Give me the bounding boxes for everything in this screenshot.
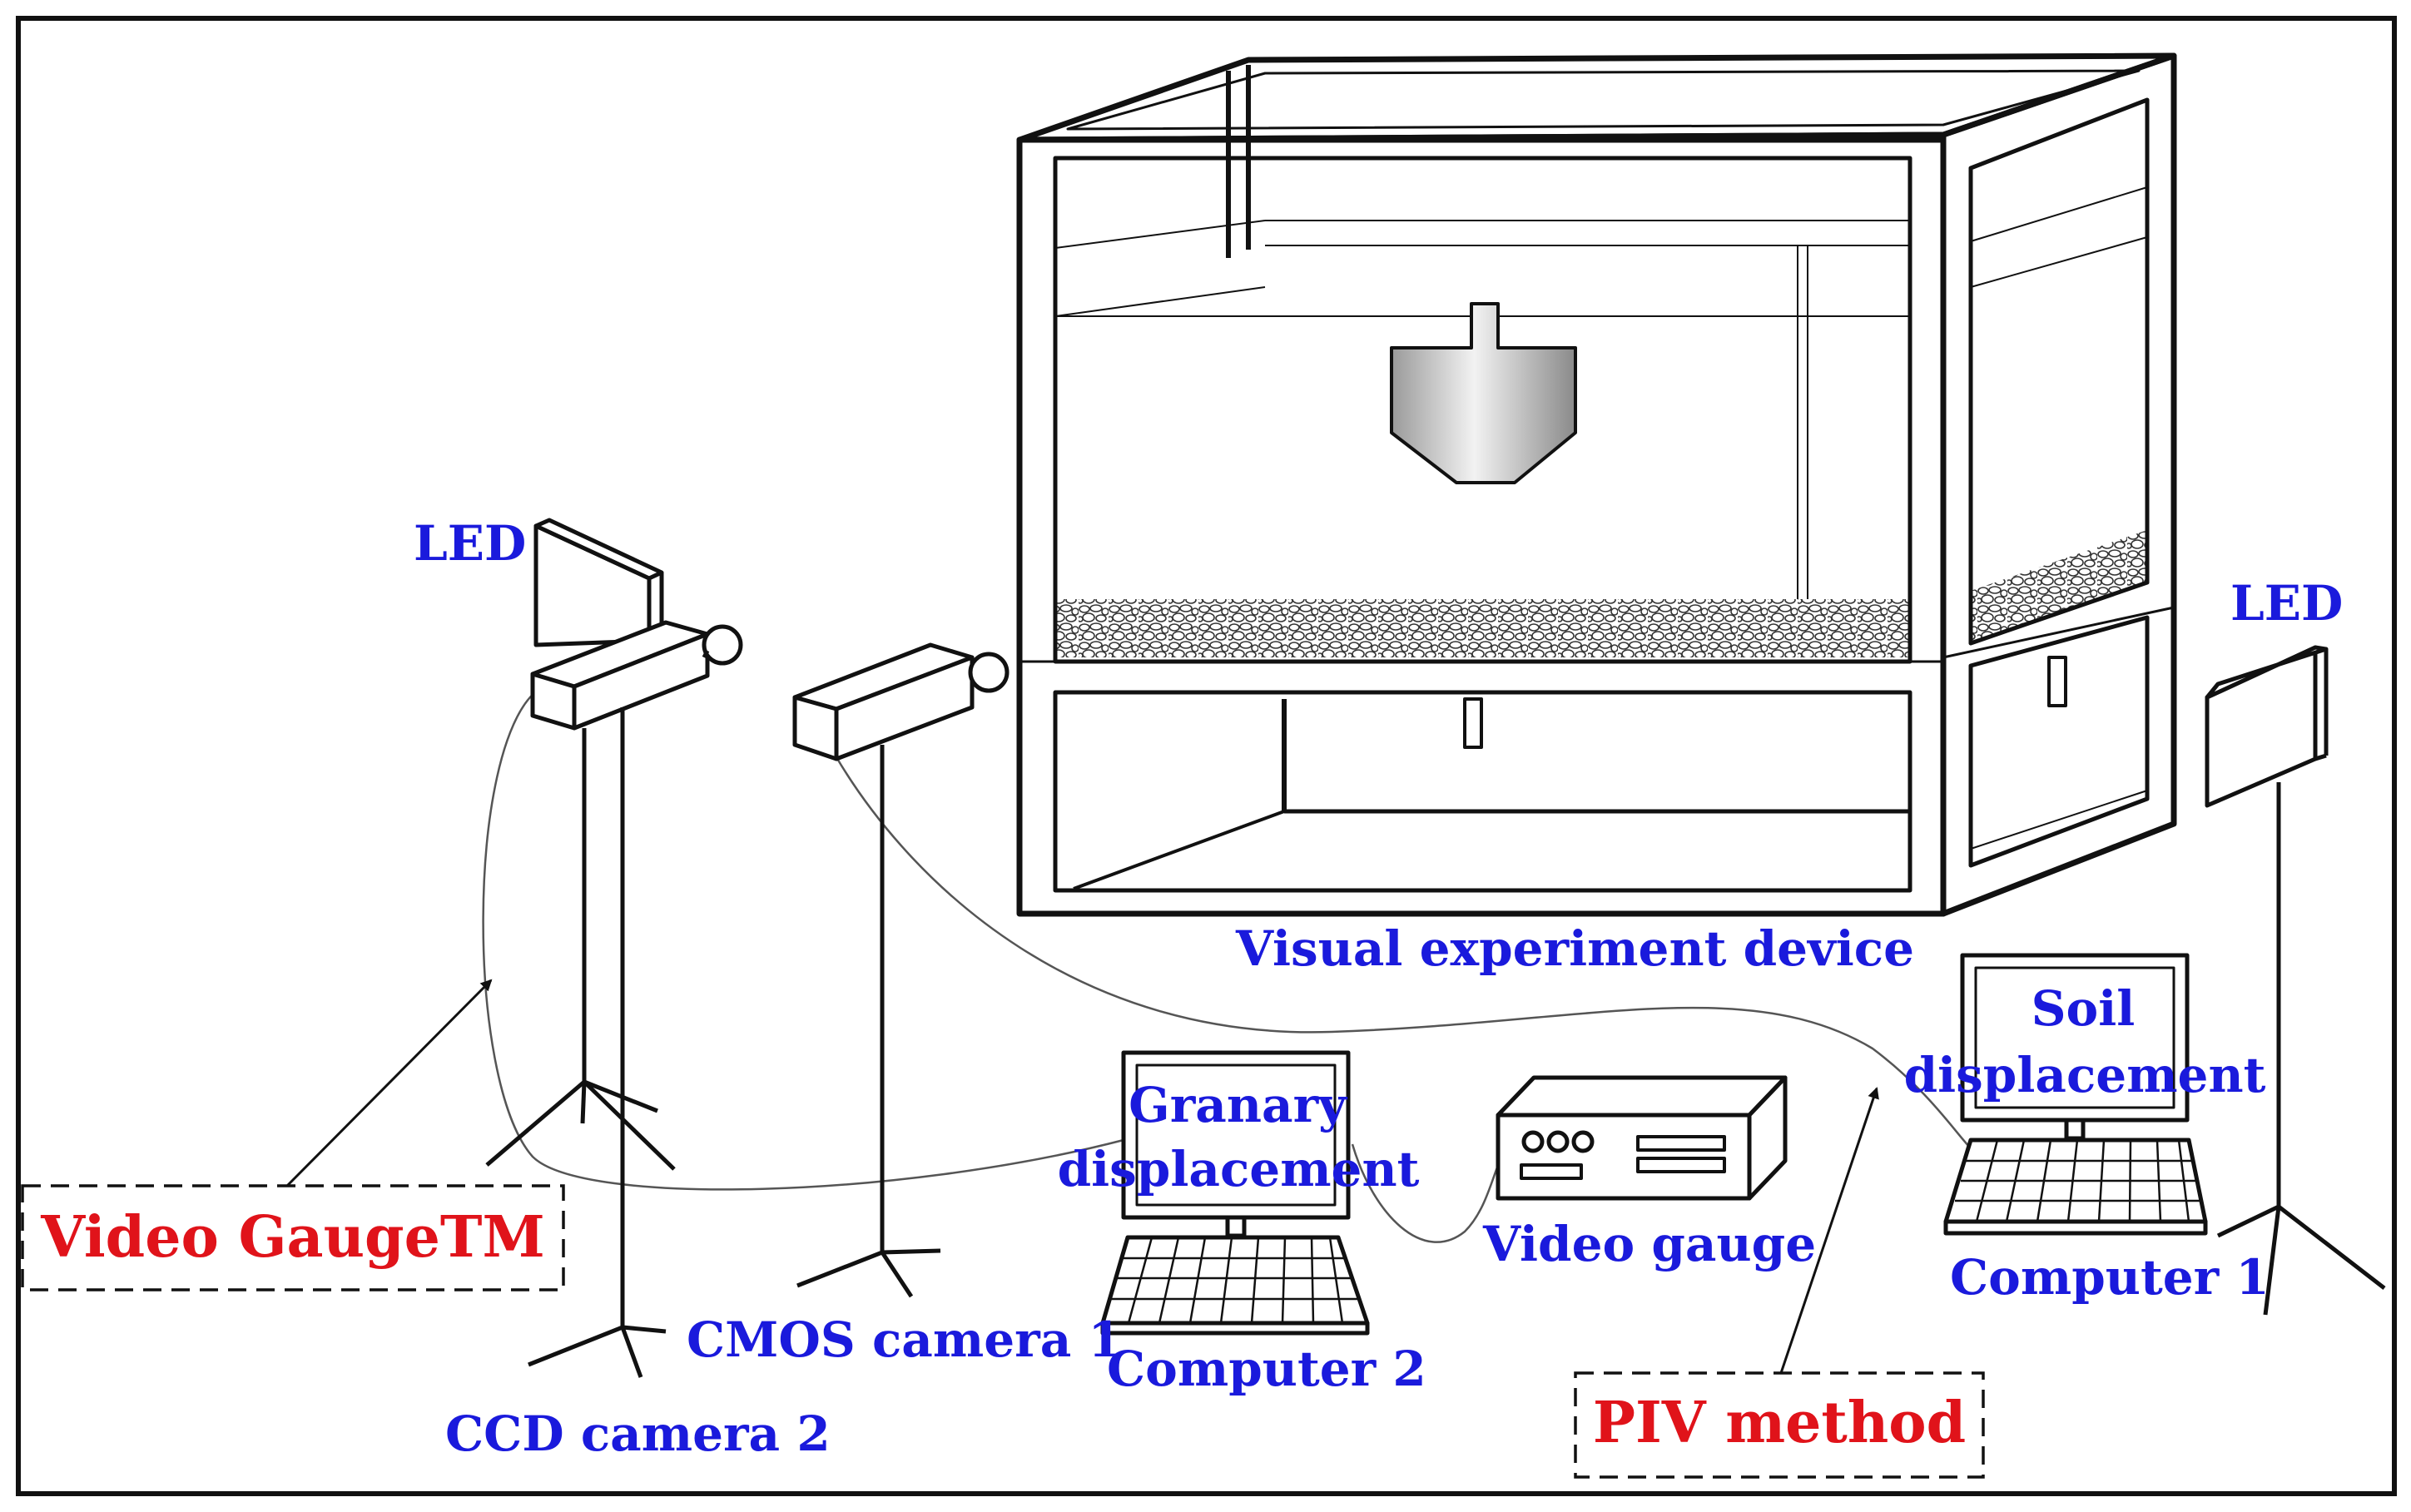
tripod-right	[2216, 782, 2386, 1316]
led-left-label: LED	[414, 515, 526, 572]
tripod-middle	[796, 745, 941, 1298]
video-gauge-tm-arrow	[285, 979, 493, 1187]
penetrator-head	[1390, 302, 1577, 484]
computer-2-label: Computer 2	[1107, 1341, 1426, 1397]
ccd-camera-label: CCD camera 2	[445, 1405, 831, 1462]
computer-1-label: Computer 1	[1950, 1249, 2270, 1306]
cmos-camera-label: CMOS camera 1	[687, 1311, 1122, 1368]
ccd-camera-2	[530, 620, 743, 731]
led-right-label: LED	[2230, 575, 2343, 632]
soil-displacement-label-line2: displacement	[1904, 1047, 2266, 1103]
led-left	[533, 518, 664, 647]
pebble-layer-side	[1971, 530, 2147, 643]
granary-displacement-label-line1: Granary	[1129, 1077, 1348, 1133]
piv-method-callout-text: PIV method	[1593, 1390, 1966, 1456]
video-gauge-tm-callout-box	[21, 1184, 565, 1291]
tripod-left	[485, 707, 676, 1378]
piv-method-callout-box	[1574, 1371, 1985, 1479]
piv-method-arrow	[1779, 1087, 1879, 1374]
cables	[482, 690, 1982, 1243]
outer-frame	[16, 16, 2397, 1496]
visual-device-label: Visual experiment device	[1235, 920, 1914, 977]
computer-2	[1100, 1050, 1370, 1336]
video-gauge-tm-callout-text: Video GaugeTM	[40, 1204, 545, 1271]
visual-experiment-device	[1016, 52, 2177, 917]
granary-displacement-label-line2: displacement	[1058, 1141, 1420, 1197]
video-gauge-device	[1496, 1075, 1788, 1201]
video-gauge-label: Video gauge	[1482, 1216, 1816, 1272]
computer-1	[1943, 953, 2208, 1236]
cmos-camera-1	[792, 642, 1010, 761]
pebble-layer-front	[1055, 599, 1910, 657]
soil-displacement-label-line1: Soil	[2031, 980, 2136, 1037]
led-right	[2205, 645, 2329, 808]
